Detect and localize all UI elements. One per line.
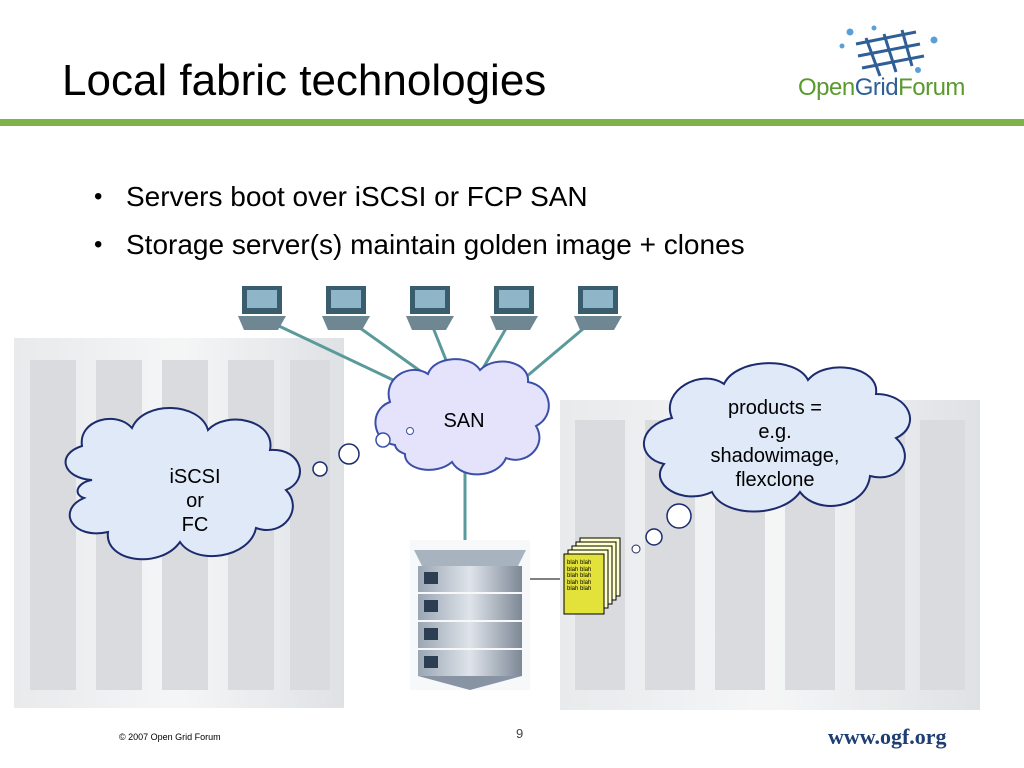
doc-line: blah blah	[567, 573, 592, 580]
computer-icon	[406, 286, 454, 330]
document-stack-icon	[563, 537, 621, 615]
doc-line: blah blah	[567, 586, 592, 593]
bullet-item: Servers boot over iSCSI or FCP SAN	[94, 173, 745, 221]
computer-icons	[238, 286, 622, 330]
page-number: 9	[516, 726, 524, 741]
bullet-list: Servers boot over iSCSI or FCP SAN Stora…	[94, 173, 745, 269]
iscsi-cloud-shape	[64, 407, 301, 561]
cloud-text-line: flexclone	[735, 469, 815, 491]
cloud-text-line: FC	[181, 514, 209, 536]
storage-server-icon	[410, 540, 530, 690]
iscsi-cloud-label: iSCSI or FC	[150, 465, 240, 537]
cloud-text-line: products =	[728, 397, 822, 419]
san-label: SAN	[443, 410, 485, 432]
san-cloud-shape	[374, 358, 550, 476]
computer-icon	[490, 286, 538, 330]
products-cloud-shape	[643, 362, 911, 513]
doc-line: blah blah	[567, 560, 592, 566]
computer-icon	[322, 286, 370, 330]
cloud-text-line: or	[186, 490, 204, 512]
title-divider	[0, 119, 1024, 126]
slide-title: Local fabric technologies	[62, 56, 547, 105]
footer-url: www.ogf.org	[828, 724, 947, 749]
footer-copyright: © 2007 Open Grid Forum	[119, 732, 221, 742]
document-text: blah blah blah blah blah blah blah blah …	[567, 560, 603, 593]
products-cloud-label: products = e.g. shadowimage, flexclone	[690, 396, 860, 492]
computer-icon	[574, 286, 622, 330]
cloud-text-line: iSCSI	[169, 466, 221, 488]
doc-line: blah blah	[567, 579, 592, 586]
doc-line: blah blah	[567, 566, 592, 573]
computer-icon	[238, 286, 286, 330]
cloud-text-line: shadowimage,	[710, 445, 840, 467]
cloud-text-line: e.g.	[758, 421, 792, 443]
ogf-logo-icon	[839, 25, 938, 77]
network-diagram	[14, 286, 980, 710]
bullet-item: Storage server(s) maintain golden image …	[94, 221, 745, 269]
ogf-logo-text: OpenGridForum	[798, 74, 965, 101]
